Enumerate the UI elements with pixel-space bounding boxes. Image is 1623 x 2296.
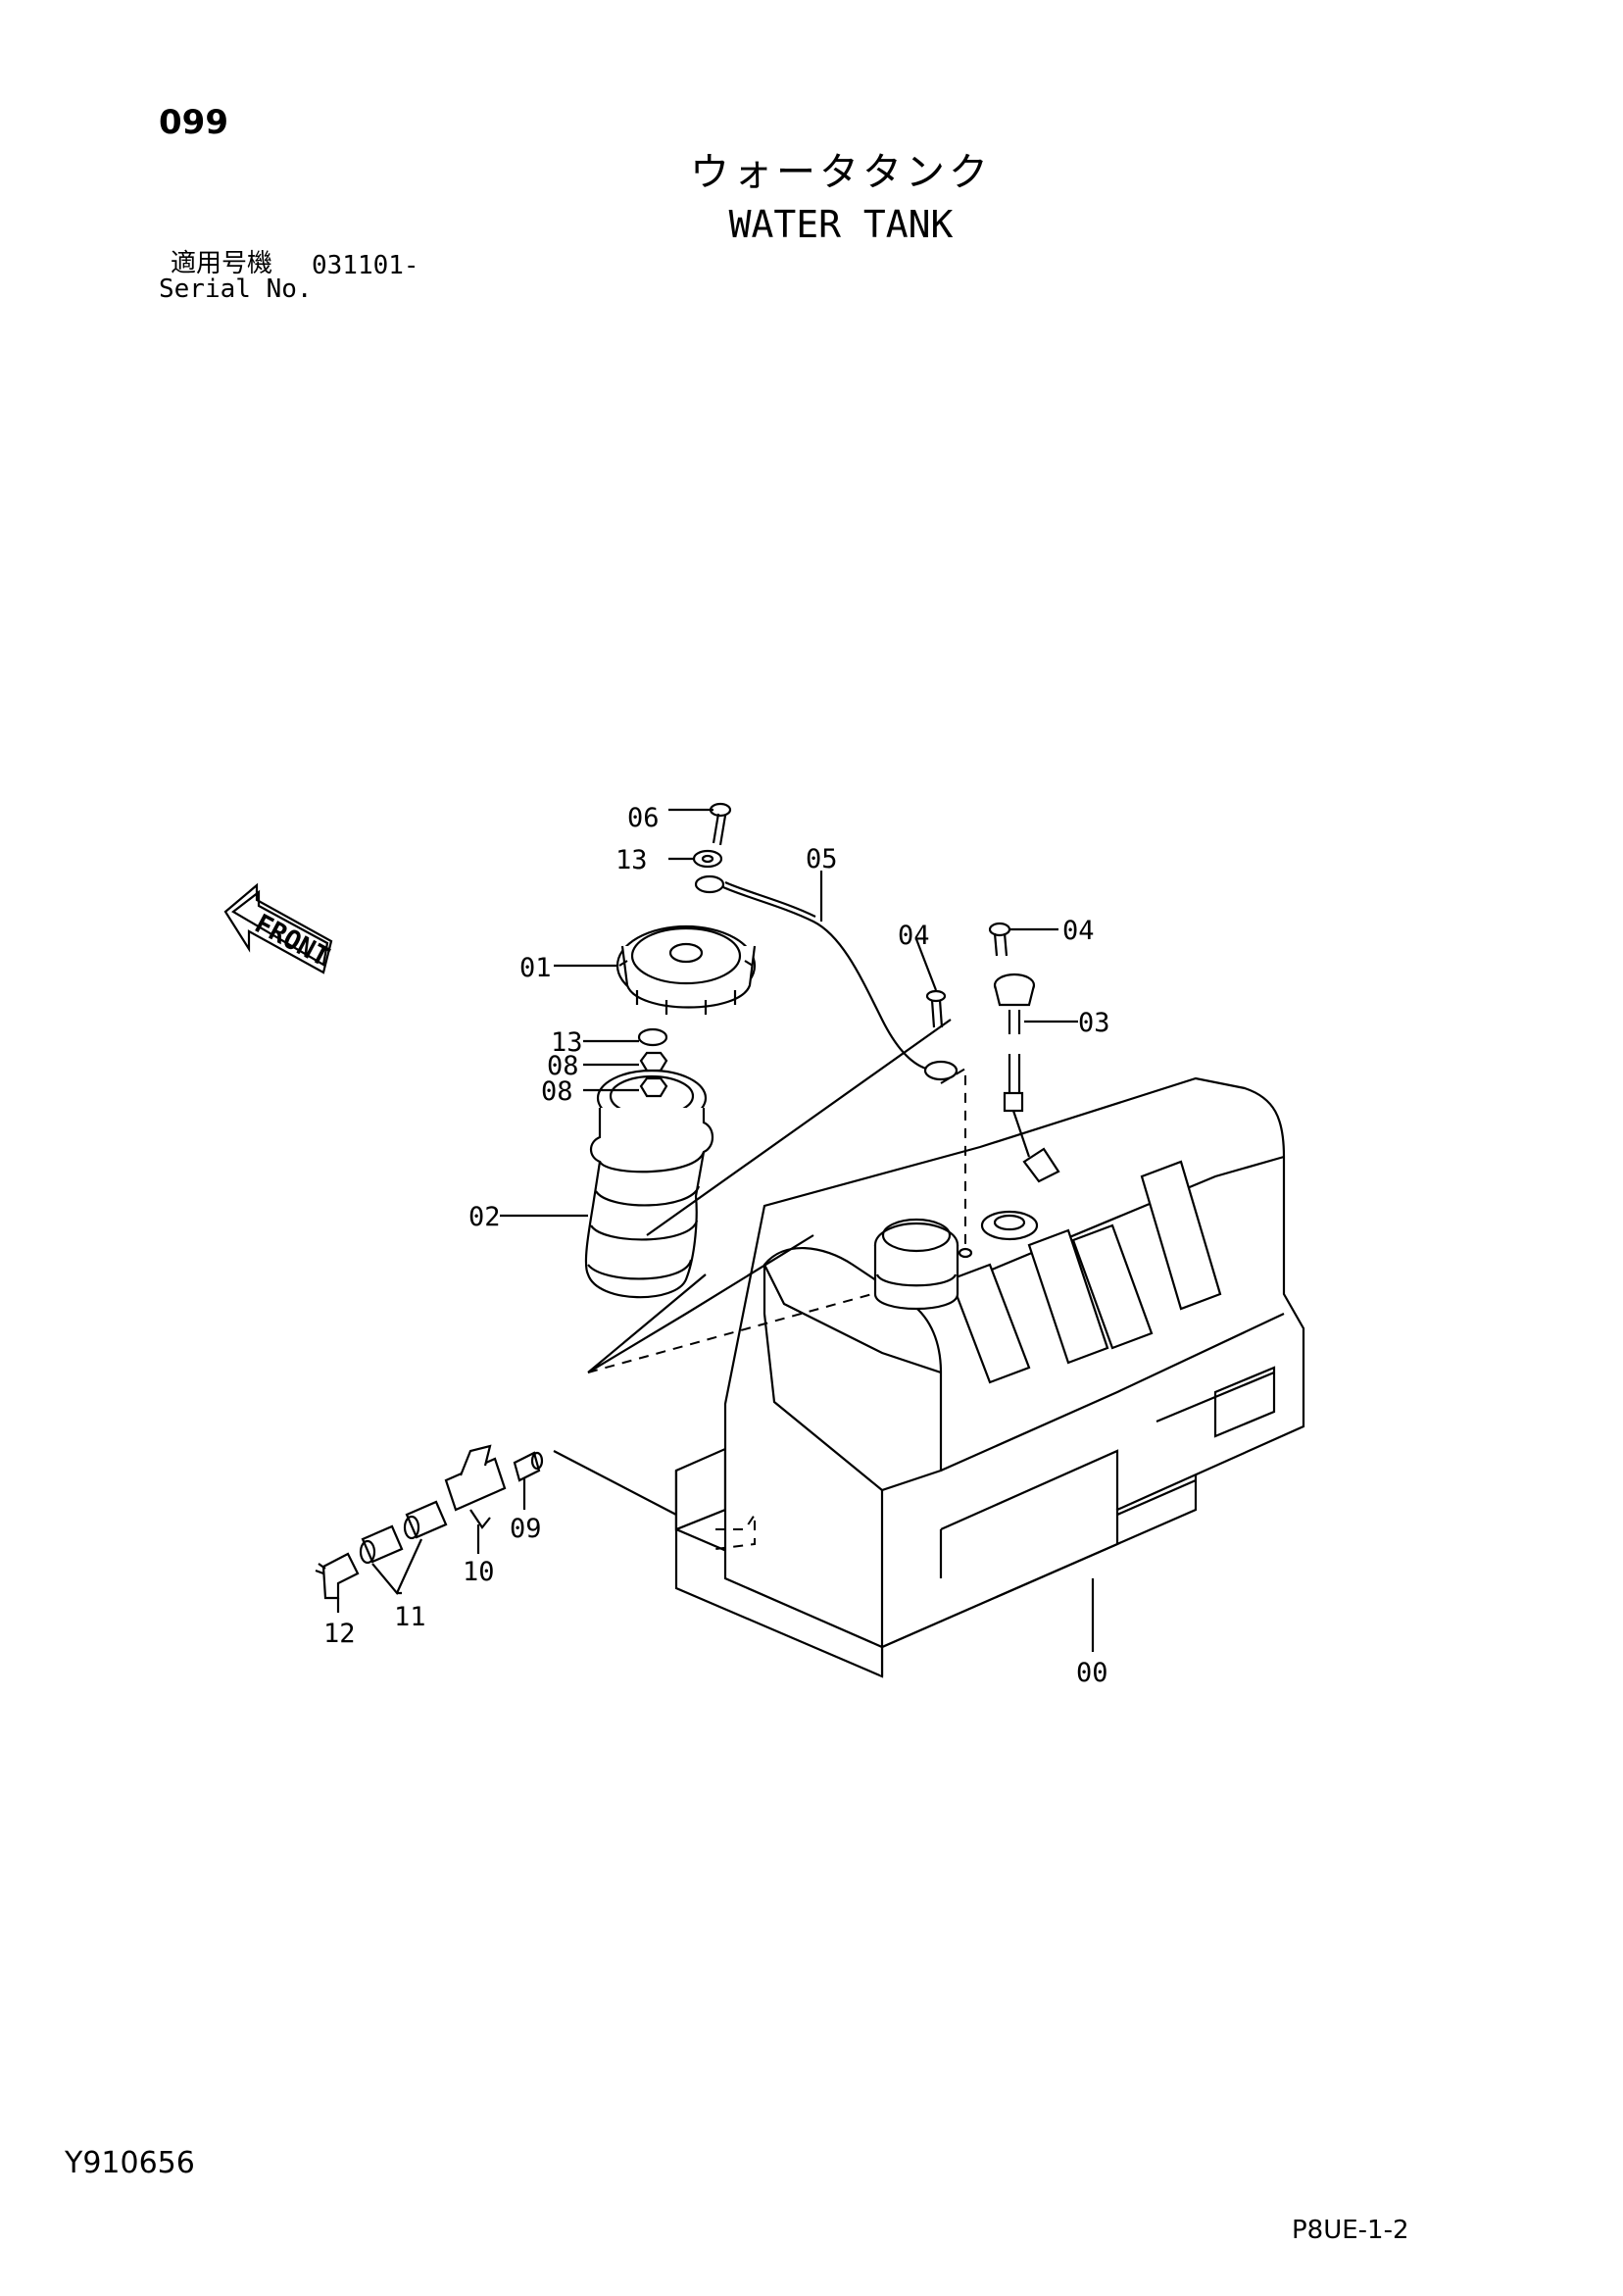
filler-cap xyxy=(615,924,757,1015)
washer-13-lower xyxy=(637,1027,668,1047)
level-sensor-03 xyxy=(993,973,1060,1183)
callout-05: 05 xyxy=(806,844,838,874)
callout-08-lower: 08 xyxy=(541,1076,573,1107)
callout-01: 01 xyxy=(519,953,552,983)
coupling-11-right xyxy=(403,1500,448,1540)
filler-neck xyxy=(584,1019,952,1373)
serial-label-english: Serial No. xyxy=(159,275,313,304)
callout-12: 12 xyxy=(323,1619,356,1649)
coupling-11-left xyxy=(359,1524,404,1565)
page-number: 099 xyxy=(159,103,228,142)
callout-11: 11 xyxy=(394,1602,426,1632)
callout-03: 03 xyxy=(1078,1008,1110,1038)
drain-cock-10 xyxy=(444,1444,507,1529)
callout-13-lower: 13 xyxy=(551,1027,583,1058)
nut-08-lower xyxy=(639,1076,668,1098)
page-title-english: WATER TANK xyxy=(728,203,954,246)
callout-00: 00 xyxy=(1076,1658,1108,1688)
water-tank-body xyxy=(674,1076,1305,1678)
sheet-reference: P8UE-1-2 xyxy=(1292,2216,1409,2245)
screw-04-left xyxy=(925,989,947,1028)
callout-04-right: 04 xyxy=(1062,916,1095,946)
callout-06: 06 xyxy=(627,803,660,833)
leader-lines xyxy=(336,808,1095,1652)
callout-04-left: 04 xyxy=(898,921,930,951)
callout-09: 09 xyxy=(510,1514,542,1544)
callout-02: 02 xyxy=(468,1202,501,1232)
nut-08-upper xyxy=(639,1051,668,1073)
figure-number: Y910656 xyxy=(65,2146,195,2180)
front-arrow-icon: FRONT xyxy=(223,882,334,974)
callout-10: 10 xyxy=(463,1557,495,1587)
nipple-09 xyxy=(513,1451,544,1482)
washer-13-top xyxy=(692,849,723,869)
cap-retaining-strap xyxy=(722,885,927,1071)
elbow-12 xyxy=(315,1552,360,1600)
screw-04-right xyxy=(988,922,1011,957)
serial-value: 031101- xyxy=(312,251,419,280)
page-title-japanese: ウォータタンク xyxy=(690,150,992,195)
serial-label-japanese: 適用号機 xyxy=(171,249,273,278)
bolt-06 xyxy=(709,802,732,846)
callout-13-top: 13 xyxy=(615,845,648,875)
callout-08-upper: 08 xyxy=(547,1051,579,1081)
